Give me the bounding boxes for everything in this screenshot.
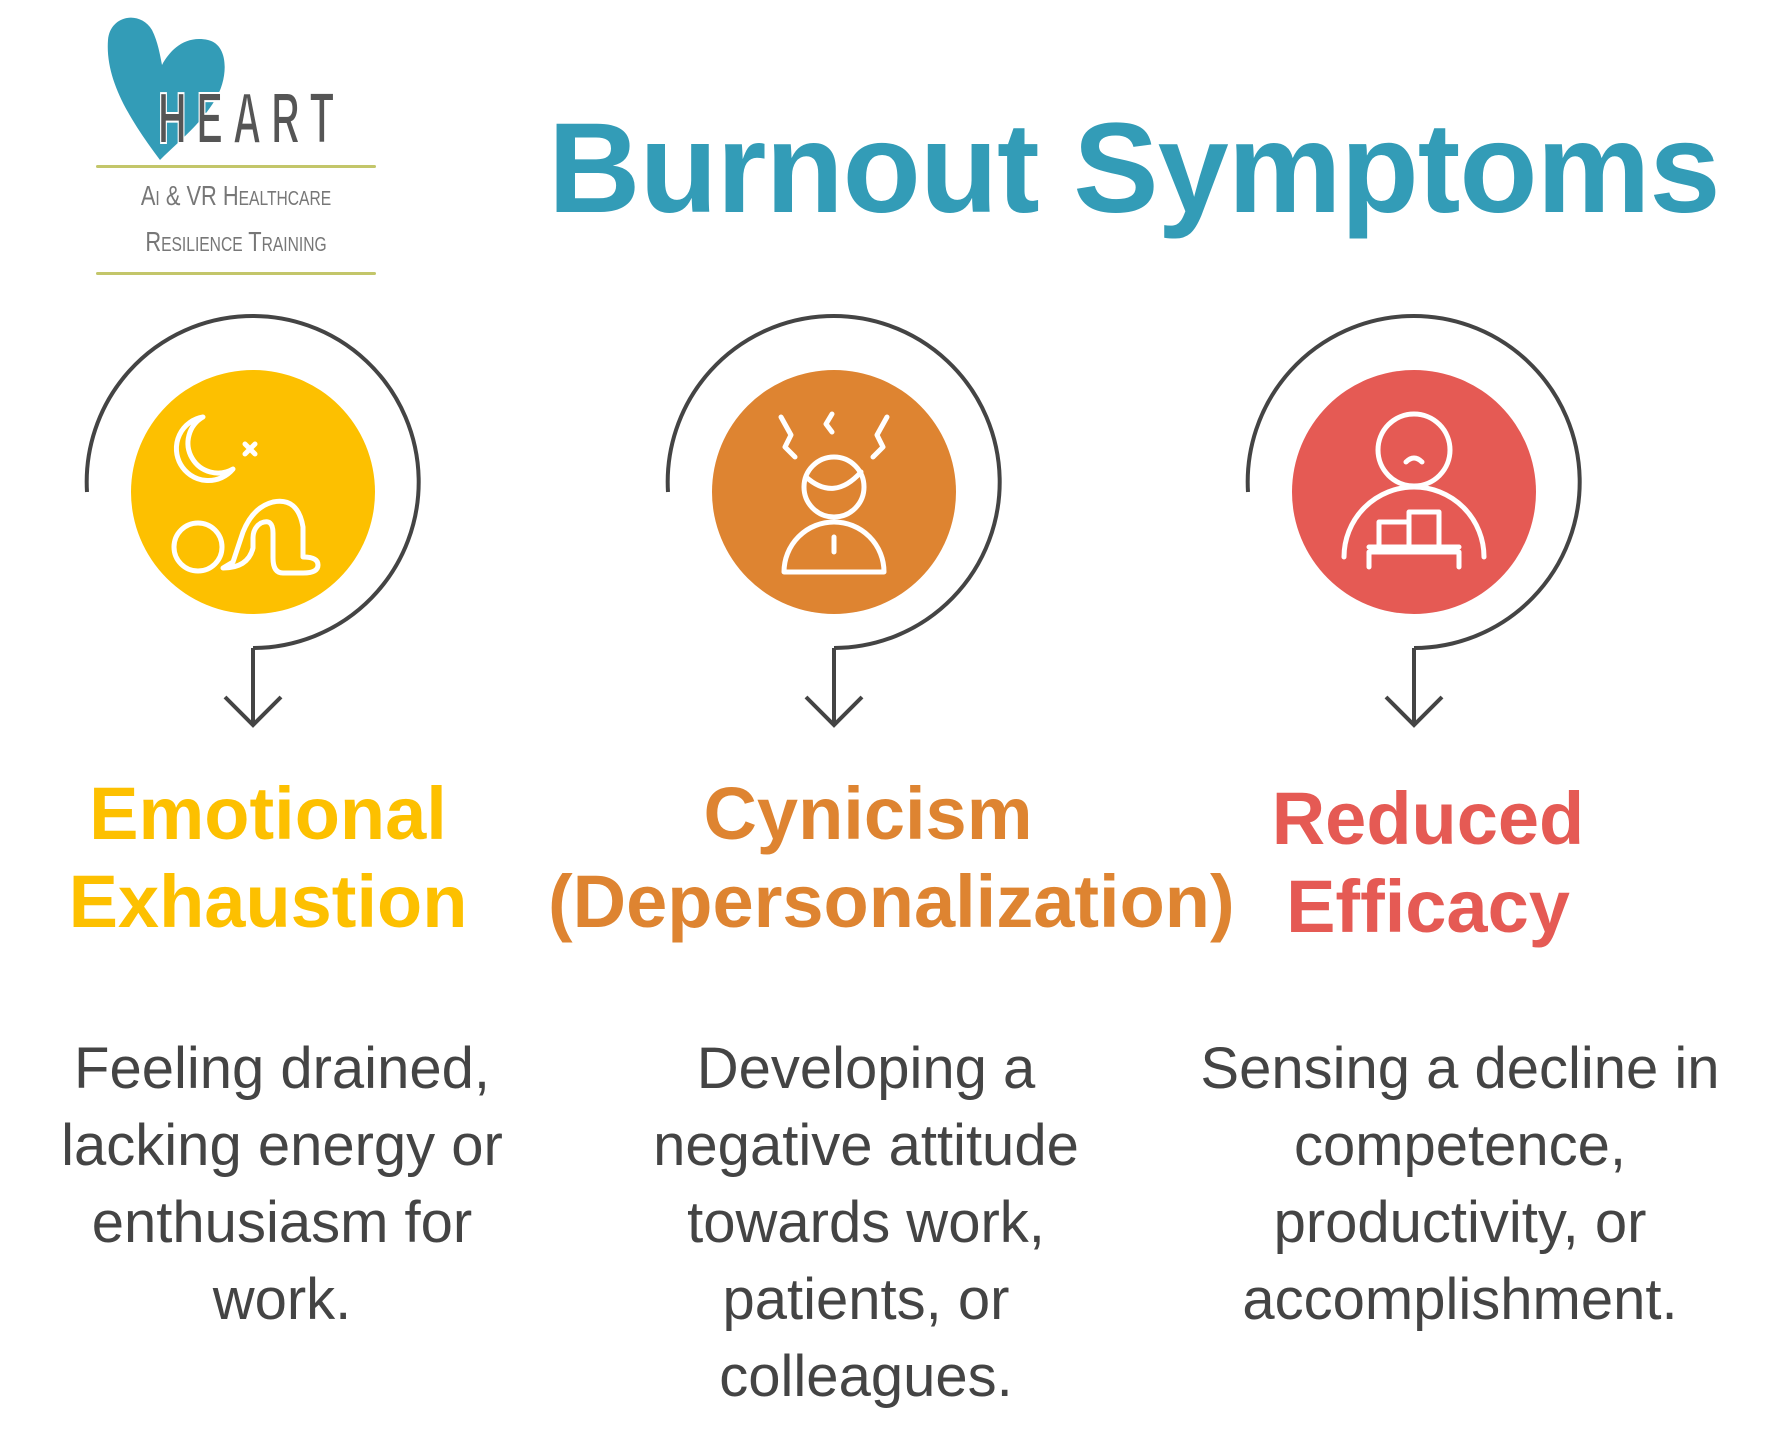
symptom-title-reduced-efficacy: Reduced Efficacy bbox=[1108, 775, 1748, 951]
icon-circle bbox=[1292, 370, 1536, 614]
title-line: Exhaustion bbox=[68, 860, 468, 943]
symptom-graphic bbox=[1245, 314, 1582, 728]
cycle-arc bbox=[84, 314, 421, 650]
logo-word: HEART bbox=[157, 78, 344, 160]
down-arrow-icon bbox=[804, 648, 864, 728]
logo-tagline-1: Ai & VR Healthcare bbox=[140, 180, 332, 211]
body-line: Sensing a decline in bbox=[1200, 1036, 1720, 1101]
heart-icon bbox=[107, 17, 225, 160]
title-line: Emotional bbox=[89, 772, 447, 855]
logo-divider bbox=[96, 165, 376, 168]
symptom-description: Developing a negative attitude towards w… bbox=[566, 1030, 1166, 1415]
body-line: work. bbox=[212, 1267, 352, 1332]
symptom-description: Sensing a decline in competence, product… bbox=[1160, 1030, 1760, 1338]
title-line: (Depersonalization) bbox=[548, 860, 1235, 943]
down-arrow-icon bbox=[223, 648, 283, 728]
body-line: accomplishment. bbox=[1242, 1267, 1678, 1332]
frustrated-person-icon bbox=[778, 411, 890, 575]
symptom-graphic bbox=[665, 314, 1002, 728]
body-line: Feeling drained, bbox=[74, 1036, 490, 1101]
icon-circle bbox=[712, 370, 956, 614]
icon-circle bbox=[131, 370, 375, 614]
body-line: towards work, bbox=[687, 1190, 1045, 1255]
body-line: patients, or bbox=[722, 1267, 1010, 1332]
symptom-description: Feeling drained, lacking energy or enthu… bbox=[0, 1030, 582, 1338]
symptom-graphic bbox=[84, 314, 421, 728]
body-line: productivity, or bbox=[1273, 1190, 1647, 1255]
sleep-exhaustion-icon bbox=[171, 414, 321, 576]
title-line: Reduced bbox=[1271, 777, 1585, 860]
body-line: colleagues. bbox=[719, 1344, 1013, 1409]
symptom-title-emotional-exhaustion: Emotional Exhaustion bbox=[0, 770, 588, 946]
down-arrow-icon bbox=[1384, 648, 1444, 728]
title-line: Efficacy bbox=[1286, 865, 1570, 948]
body-line: Developing a bbox=[696, 1036, 1036, 1101]
body-line: lacking energy or bbox=[61, 1113, 503, 1178]
body-line: competence, bbox=[1293, 1113, 1627, 1178]
body-line: negative attitude bbox=[653, 1113, 1079, 1178]
cycle-arc bbox=[1245, 314, 1582, 650]
logo-divider bbox=[96, 272, 376, 275]
title-line: Cynicism bbox=[703, 772, 1033, 855]
body-line: enthusiasm for bbox=[91, 1190, 473, 1255]
symptom-title-cynicism: Cynicism (Depersonalization) bbox=[548, 770, 1235, 946]
cycle-arc bbox=[665, 314, 1002, 650]
page-title: Burnout Symptoms bbox=[548, 97, 1721, 240]
logo-tagline-2: Resilience Training bbox=[145, 226, 327, 257]
logo bbox=[100, 10, 240, 175]
sad-person-chart-icon bbox=[1341, 411, 1487, 570]
